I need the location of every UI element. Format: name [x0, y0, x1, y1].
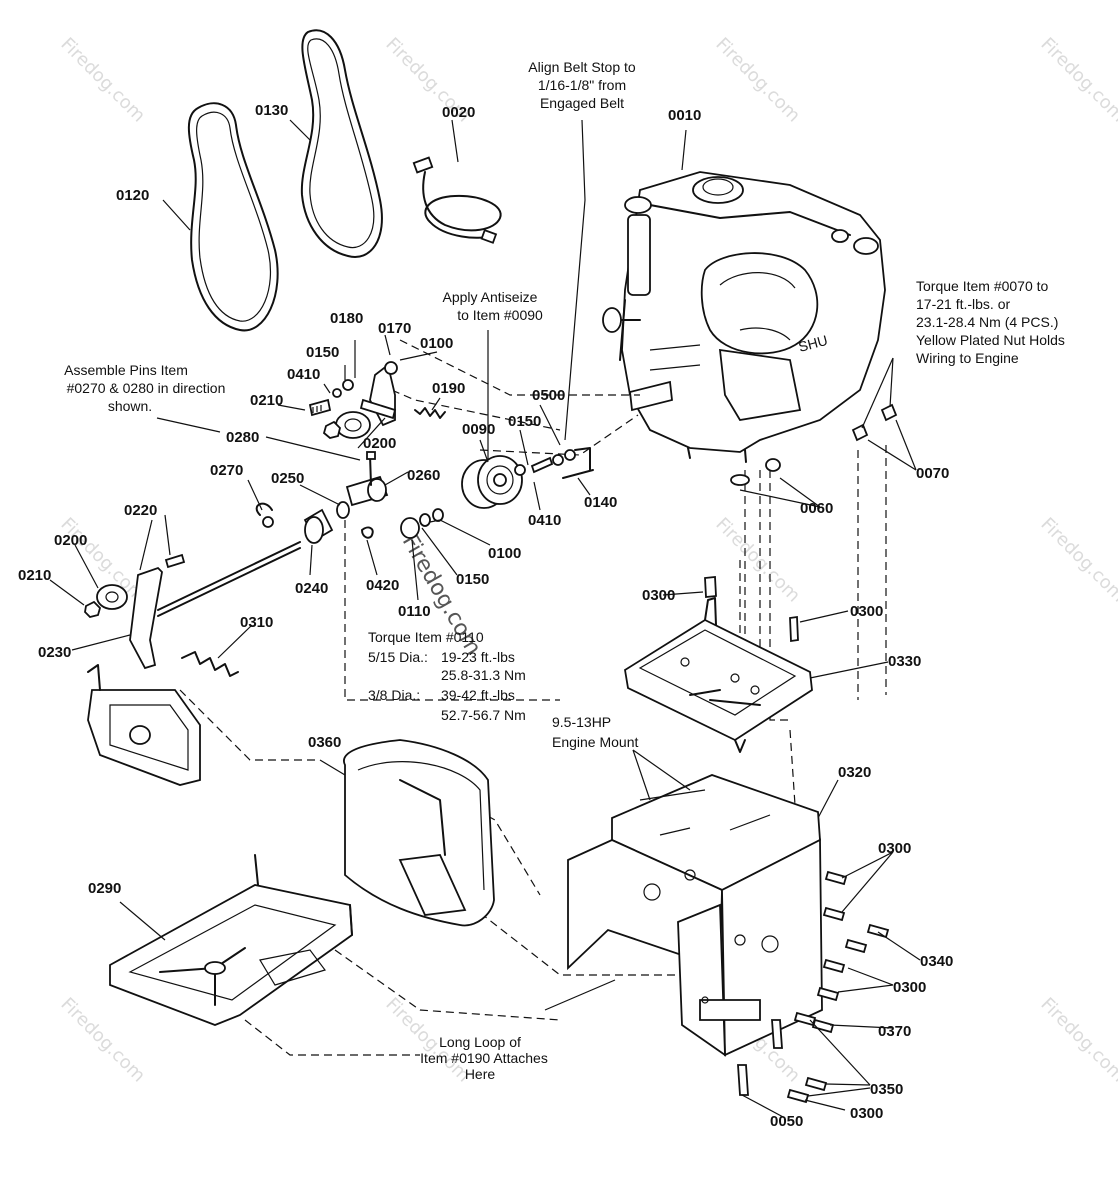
callout-0340: 0340 [920, 953, 953, 970]
callout-0420: 0420 [366, 577, 399, 594]
callout-0280: 0280 [226, 429, 259, 446]
callout-0500: 0500 [532, 387, 565, 404]
callout-0230: 0230 [38, 644, 71, 661]
belt-guard-0360 [343, 739, 495, 927]
svg-text:SHU: SHU [797, 332, 830, 355]
note-long-loop-line1: Long Loop of [439, 1034, 521, 1050]
leader-lines [49, 119, 921, 1119]
callout-0050: 0050 [770, 1113, 803, 1130]
note-antiseize-line1: Apply Antiseize [443, 289, 538, 305]
callout-0300-b: 0300 [850, 603, 883, 620]
callout-0150-a: 0150 [306, 344, 339, 361]
engine-0010: SHU [602, 171, 886, 463]
callout-0140: 0140 [584, 494, 617, 511]
callout-0350: 0350 [870, 1081, 903, 1098]
callout-labels: 0120 0130 0020 0010 0180 0170 0100 0150 … [18, 102, 953, 1130]
frame-0320 [567, 774, 823, 1057]
shift-bracket [84, 502, 301, 677]
callout-0290: 0290 [88, 880, 121, 897]
note-assemble-pins-line1: Assemble Pins Item [64, 362, 188, 378]
watermark: Firedog.com [56, 34, 149, 127]
callout-0370: 0370 [878, 1023, 911, 1040]
callout-0110: 0110 [398, 603, 431, 620]
note-torque-0110-row1-label: 5/15 Dia.: [368, 649, 428, 665]
idler-assembly [303, 361, 446, 544]
bottom-plate-0290 [109, 854, 353, 1026]
callout-0300-d: 0300 [893, 979, 926, 996]
callout-0210-b: 0210 [18, 567, 51, 584]
callout-0210-a: 0210 [250, 392, 283, 409]
callout-0120: 0120 [116, 187, 149, 204]
note-engine-mount-line2: Engine Mount [552, 734, 639, 750]
callout-0090: 0090 [462, 421, 495, 438]
note-long-loop-line3: Here [465, 1066, 496, 1082]
note-assemble-pins-line3: shown. [108, 398, 152, 414]
note-antiseize-line2: to Item #0090 [457, 307, 543, 323]
callout-0270: 0270 [210, 462, 243, 479]
watermark: Firedog.com [56, 994, 149, 1087]
callout-0320: 0320 [838, 764, 871, 781]
watermark: Firedog.com [1036, 34, 1118, 127]
callout-0310: 0310 [240, 614, 273, 631]
callout-0300-a: 0300 [642, 587, 675, 604]
note-engine-mount-line1: 9.5-13HP [552, 714, 611, 730]
belt-0120 [187, 102, 279, 332]
frame-bolts [737, 870, 890, 1104]
note-align-belt-line1: Align Belt Stop to [528, 59, 636, 75]
notes: Align Belt Stop to 1/16-1/8" from Engage… [64, 59, 1065, 1082]
engine-mount-plate-0330 [624, 576, 813, 753]
callout-0220: 0220 [124, 502, 157, 519]
callout-0060: 0060 [800, 500, 833, 517]
callout-0330: 0330 [888, 653, 921, 670]
note-torque-0070-line3: 23.1-28.4 Nm (4 PCS.) [916, 314, 1058, 330]
callout-0070: 0070 [916, 465, 949, 482]
callout-0410-a: 0410 [287, 366, 320, 383]
note-torque-0110-row2-v2: 52.7-56.7 Nm [441, 707, 526, 723]
note-assemble-pins-line2: #0270 & 0280 in direction [67, 380, 226, 396]
callout-0150-b: 0150 [508, 413, 541, 430]
watermark: Firedog.com [711, 34, 804, 127]
callout-0410-b: 0410 [528, 512, 561, 529]
note-torque-0110-row2-label: 3/8 Dia.: [368, 687, 420, 703]
watermark: Firedog.com [1036, 994, 1118, 1087]
watermark: Firedog.com [1036, 514, 1118, 607]
callout-0100-a: 0100 [420, 335, 453, 352]
callout-0300-e: 0300 [850, 1105, 883, 1122]
callout-0260: 0260 [407, 467, 440, 484]
note-torque-0070-line1: Torque Item #0070 to [916, 278, 1049, 294]
note-align-belt-line3: Engaged Belt [540, 95, 624, 111]
note-torque-0110-row2-v1: 39-42 ft.-lbs [441, 687, 515, 703]
note-align-belt-line2: 1/16-1/8" from [538, 77, 626, 93]
callout-0240: 0240 [295, 580, 328, 597]
belt-0130 [300, 29, 383, 258]
callout-0300-c: 0300 [878, 840, 911, 857]
callout-0130: 0130 [255, 102, 288, 119]
note-torque-0070-line2: 17-21 ft.-lbs. or [916, 296, 1010, 312]
cable-0020 [412, 156, 502, 244]
callout-0250: 0250 [271, 470, 304, 487]
note-torque-0070-line4: Yellow Plated Nut Holds [916, 332, 1065, 348]
callout-0150-c: 0150 [456, 571, 489, 588]
callout-0100-b: 0100 [488, 545, 521, 562]
note-torque-0110-title: Torque Item #0110 [368, 629, 484, 645]
callout-0170: 0170 [378, 320, 411, 337]
callout-0360: 0360 [308, 734, 341, 751]
note-torque-0110-row1-v1: 19-23 ft.-lbs [441, 649, 515, 665]
callout-0200-b: 0200 [54, 532, 87, 549]
callout-0190: 0190 [432, 380, 465, 397]
watermark: Firedog.com [711, 514, 804, 607]
note-torque-0070-line5: Wiring to Engine [916, 350, 1019, 366]
note-long-loop-line2: Item #0190 Attaches [420, 1050, 548, 1066]
callout-0010: 0010 [668, 107, 701, 124]
note-torque-0110-row1-v2: 25.8-31.3 Nm [441, 667, 526, 683]
plate-0230 [87, 664, 201, 786]
callout-0200-a: 0200 [363, 435, 396, 452]
callout-0180: 0180 [330, 310, 363, 327]
callout-0020: 0020 [442, 104, 475, 121]
